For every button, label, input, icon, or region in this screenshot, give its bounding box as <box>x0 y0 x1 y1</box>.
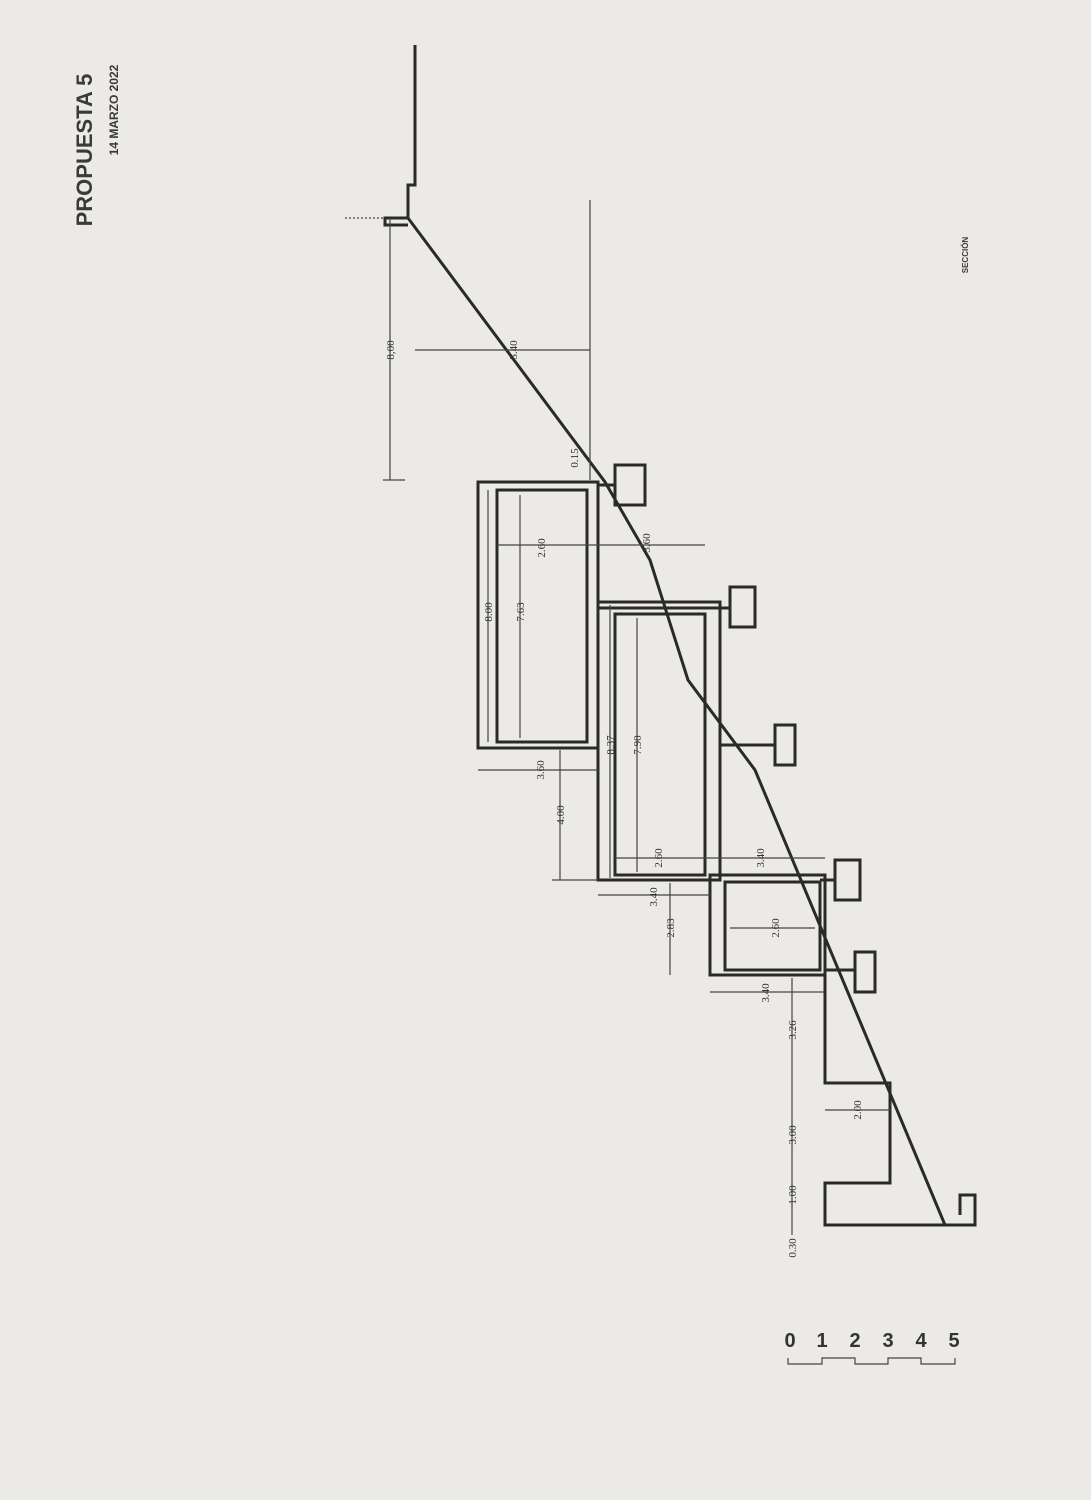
scale-label: 3 <box>882 1330 893 1352</box>
dim-label: 2.83 <box>665 918 677 938</box>
dim-label: 8.37 <box>605 735 617 755</box>
structure-lines <box>345 45 977 1235</box>
scale-label: 4 <box>915 1330 927 1352</box>
scale-label: 1 <box>816 1330 827 1352</box>
dim-label: 3.60 <box>535 760 547 780</box>
dim-label: 0.15 <box>569 448 581 468</box>
dim-label: 1.00 <box>787 1185 799 1205</box>
scale-bar: 0 1 2 3 4 5 <box>784 1330 960 1365</box>
dim-label: 3.60 <box>641 533 653 553</box>
drawing-title: PROPUESTA 5 <box>72 74 97 227</box>
dim-label: 2.60 <box>770 918 782 938</box>
dim-label: 0.30 <box>787 1238 799 1258</box>
dim-label: 8,00 <box>385 340 397 360</box>
dim-label: 3.00 <box>787 1125 799 1145</box>
dim-label: 5.40 <box>508 340 520 360</box>
dim-label: 3.40 <box>755 848 767 868</box>
dim-label: 3.26 <box>787 1020 799 1040</box>
scale-label: 5 <box>948 1330 959 1352</box>
view-label: SECCIÓN <box>961 237 970 274</box>
dim-label: 3.40 <box>760 983 772 1003</box>
dim-label: 7.90 <box>632 735 644 755</box>
scale-label: 2 <box>849 1330 860 1352</box>
dim-label: 7.63 <box>515 602 527 622</box>
dim-label: 4.00 <box>555 805 567 825</box>
dim-label: 2.00 <box>852 1100 864 1120</box>
dim-label: 8.00 <box>483 602 495 622</box>
scale-label: 0 <box>784 1330 795 1352</box>
dim-label: 3.40 <box>648 887 660 907</box>
dimension-labels: 8,00 5.40 0.15 2.60 3.60 8.00 7.63 3.60 … <box>385 340 864 1258</box>
dim-label: 2.60 <box>653 848 665 868</box>
dim-label: 2.60 <box>536 538 548 558</box>
drawing-date: 14 MARZO 2022 <box>107 64 121 155</box>
